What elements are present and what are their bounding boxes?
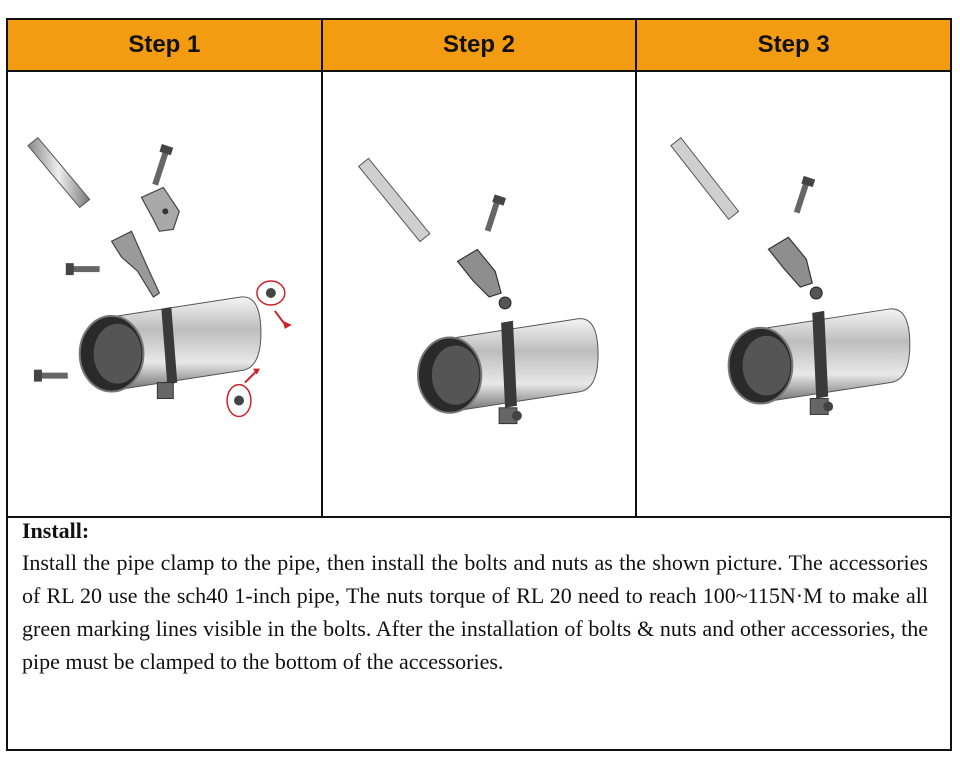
bolt-left-lower <box>33 369 68 382</box>
clamp-jaw <box>767 236 824 300</box>
instruction-sheet: Step 1 Step 2 Step 3 <box>6 18 952 751</box>
step-1-exploded-clamp-drawing <box>27 137 292 418</box>
clamp-jaw <box>456 248 512 310</box>
clamp-bracket <box>110 230 161 298</box>
step-3-completed-clamp-drawing <box>670 137 911 415</box>
step-1-header: Step 1 <box>8 20 323 70</box>
rod-segment <box>27 137 91 209</box>
install-text-block: Install: Install the pipe clamp to the p… <box>22 518 928 678</box>
pipe <box>78 296 262 400</box>
nut-highlight-top <box>256 280 292 329</box>
step-2-header: Step 2 <box>323 20 638 70</box>
nut-highlight-bottom <box>226 368 260 418</box>
pipe <box>727 308 911 415</box>
install-paragraph: Install the pipe clamp to the pipe, then… <box>22 550 928 674</box>
step-1-illustration <box>8 72 323 516</box>
steps-header-row: Step 1 Step 2 Step 3 <box>8 20 950 72</box>
bolt-top <box>152 144 174 186</box>
bolt-top <box>794 175 816 214</box>
pipe <box>416 318 599 425</box>
install-heading: Install: <box>22 518 90 543</box>
step-2-clamp-on-pipe-drawing <box>357 157 599 425</box>
rod-segment <box>357 157 431 243</box>
steps-illustration-row <box>8 72 950 518</box>
bolt-top <box>484 194 506 232</box>
step-2-illustration <box>323 72 638 516</box>
clamp-jaw-upper <box>140 186 180 232</box>
rod-segment <box>670 137 740 221</box>
bolt-left-upper <box>65 263 100 276</box>
step-3-header: Step 3 <box>757 31 830 58</box>
step-3-illustration <box>637 72 950 516</box>
